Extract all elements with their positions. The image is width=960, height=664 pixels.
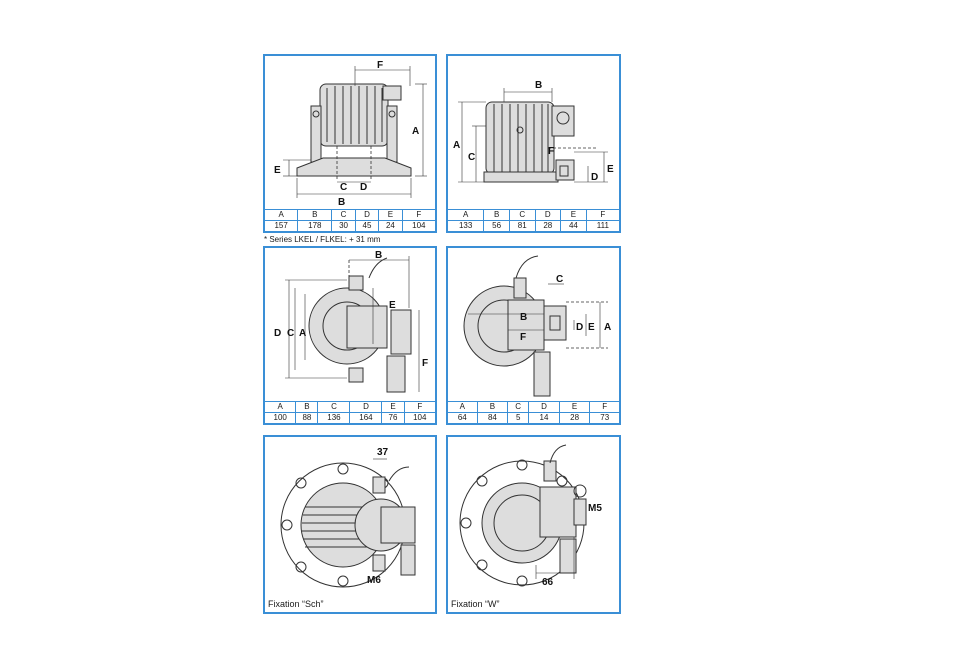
rear-variant-drawing: C B D E A F — [463, 255, 611, 397]
dimension-label-c: C — [340, 182, 347, 193]
fixation-caption: Fixation “Sch” — [268, 599, 324, 609]
thread-label-m5: M5 — [588, 503, 602, 514]
dimension-label-d: D — [576, 322, 583, 333]
dimension-label-e: E — [607, 164, 614, 175]
dimension-label-c: C — [468, 152, 475, 163]
dimension-label-b: B — [520, 312, 527, 323]
dimension-label-f: F — [548, 146, 554, 157]
dimension-label-b: B — [338, 197, 345, 208]
dimension-label-e: E — [274, 165, 281, 176]
thread-label-m6: M6 — [367, 575, 381, 586]
dimension-label-e: E — [588, 322, 595, 333]
dimension-label-c: C — [556, 274, 563, 285]
side-view-drawing: B A C E F D — [453, 80, 614, 183]
drawing-panel-fixation-sch: 37 M6 Fixation “Sch” — [263, 435, 437, 614]
dimension-label-a: A — [412, 126, 419, 137]
dimension-label-a: A — [604, 322, 611, 333]
dimension-label-f: F — [377, 60, 383, 71]
fixation-caption: Fixation “W” — [451, 599, 500, 609]
dimension-label-a: A — [453, 140, 460, 151]
dimension-label-b: B — [535, 80, 542, 91]
dimension-label-d: D — [591, 172, 598, 183]
fixation-w-drawing: M5 66 — [459, 444, 602, 588]
dimension-label-a: A — [299, 328, 306, 339]
dimension-label-f: F — [422, 358, 428, 369]
dimension-label-66: 66 — [542, 577, 554, 588]
dimension-label-c: C — [287, 328, 294, 339]
fixation-sch-drawing: 37 M6 — [280, 447, 416, 588]
dimension-label-d: D — [274, 328, 281, 339]
dimension-label-37: 37 — [377, 447, 389, 458]
front-view-drawing: F A E C D B — [274, 60, 427, 208]
dimension-label-e: E — [389, 300, 396, 311]
drawing-panel-fixation-w: M5 66 Fixation “W” — [446, 435, 621, 614]
dimension-label-b: B — [375, 250, 382, 261]
dimension-label-f: F — [520, 332, 526, 343]
dimension-label-d: D — [360, 182, 367, 193]
rear-view-drawing: B D C A E F — [274, 250, 428, 393]
series-note: * Series LKEL / FLKEL: + 31 mm — [264, 235, 381, 244]
